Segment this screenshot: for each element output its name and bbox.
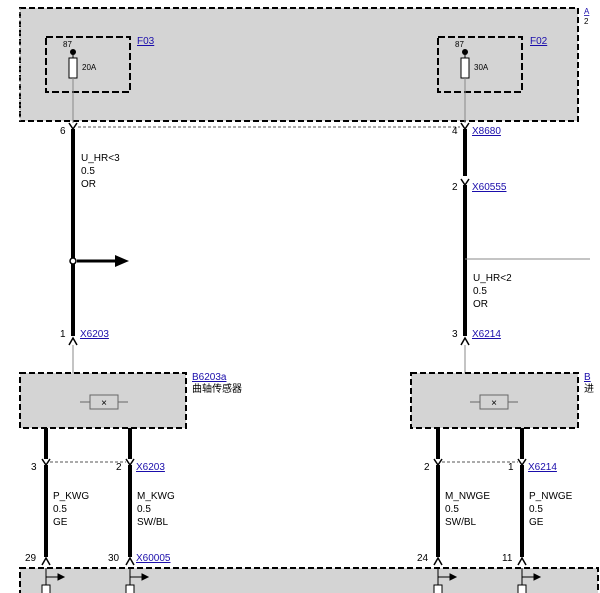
fuse-f03-rating: 20A [82,63,97,72]
sensor-left-cross-icon: × [101,398,107,409]
wire-m-kwg-size: 0.5 [137,504,151,515]
wire-p-kwg-size: 0.5 [53,504,67,515]
left-top-pin-mark [68,122,78,131]
fuse-f03-icon [68,57,78,79]
x8680-pin: 4 [452,126,458,137]
fuse-f03-box [45,36,131,93]
module-id-fragment[interactable]: A [584,7,590,16]
wire-p-nwge-color: GE [529,517,544,528]
lower-right-connector-link[interactable]: X6214 [528,462,557,473]
lower-left-pin-a: 3 [31,462,37,473]
x8680-link[interactable]: X8680 [472,126,501,137]
x6203-link[interactable]: X6203 [80,329,109,340]
x6203-pin: 1 [60,329,66,340]
fuse-module [19,7,579,122]
module-name-fragment: 2 [584,17,589,26]
lower-right-bottom-pin-a: 24 [417,553,429,564]
sensor-right-cross-icon: × [491,398,497,409]
fuse-f02-link[interactable]: F02 [530,36,548,47]
wire-u-hr3-name: U_HR<3 [81,153,120,164]
lower-right-pin-b: 1 [508,462,514,473]
sensor-right-box [410,372,579,429]
wire-u-hr2-color: OR [473,299,488,310]
lower-left-bottom-connector-link[interactable]: X60005 [136,553,171,564]
wire-u-hr2-name: U_HR<2 [473,273,512,284]
lower-right-pin-a: 2 [424,462,430,473]
wire-m-nwge-color: SW/BL [445,517,477,528]
bottom-arrow-icons [46,573,542,581]
wire-u-hr2-size: 0.5 [473,286,487,297]
bottom-component-4 [517,584,527,593]
sensor-b6203a-link[interactable]: B6203a [192,372,227,383]
lower-left-bottom-pin-a: 29 [25,553,37,564]
x6214-pin: 3 [452,329,458,340]
wire-u-hr3-color: OR [81,179,96,190]
x8680-pin-mark [460,122,470,131]
lower-left-bottom-pin-a-mark [41,556,51,566]
wire-p-kwg-name: P_KWG [53,491,89,502]
lower-left-pin-b-mark [125,458,135,467]
wire-p-kwg-color: GE [53,517,68,528]
lower-left-pin-a-mark [41,458,51,467]
fuse-f02-rating: 30A [474,63,489,72]
lower-left-pin-b: 2 [116,462,122,473]
x6214-pin-mark [460,336,470,346]
wire-p-nwge-size: 0.5 [529,504,543,515]
x60555-pin-mark [460,178,470,187]
wire-m-nwge-size: 0.5 [445,504,459,515]
lower-right-bottom-pin-a-mark [433,556,443,566]
lower-right-bottom-pin-b-mark [517,556,527,566]
fuse-f03-link[interactable]: F03 [137,36,155,47]
lower-right-pin-b-mark [517,458,527,467]
sensor-b6203a-name: 曲轴传感器 [192,382,242,395]
arrow-right-icon[interactable] [115,255,129,267]
x60555-pin: 2 [452,182,458,193]
x6214-link[interactable]: X6214 [472,329,501,340]
fuse-f02-terminal: 87 [455,40,464,49]
lower-right-bottom-pin-b: 11 [502,553,513,564]
lower-left-connector-link[interactable]: X6203 [136,462,165,473]
bottom-component-3 [433,584,443,593]
fuse-f02-icon [460,57,470,79]
sensor-right-name: 进 [584,383,594,395]
wire-u-hr3-size: 0.5 [81,166,95,177]
wire-m-kwg-name: M_KWG [137,491,175,502]
x6203-pin-mark [68,336,78,346]
bottom-component-2 [125,584,135,593]
fuse-f02-box [437,36,523,93]
wire-p-nwge-name: P_NWGE [529,491,573,502]
lower-left-bottom-pin-b: 30 [108,553,120,564]
splice-node [69,257,77,265]
bottom-component-1 [41,584,51,593]
left-top-pin: 6 [60,126,66,137]
lower-left-bottom-pin-b-mark [125,556,135,566]
wire-m-kwg-color: SW/BL [137,517,169,528]
wire-m-nwge-name: M_NWGE [445,491,490,502]
bottom-module [19,567,599,593]
sensor-right-link[interactable]: B [584,372,591,383]
sensor-b6203a-box [19,372,187,429]
fuse-f03-terminal: 87 [63,40,72,49]
x60555-link[interactable]: X60555 [472,182,507,193]
lower-right-pin-a-mark [433,458,443,467]
